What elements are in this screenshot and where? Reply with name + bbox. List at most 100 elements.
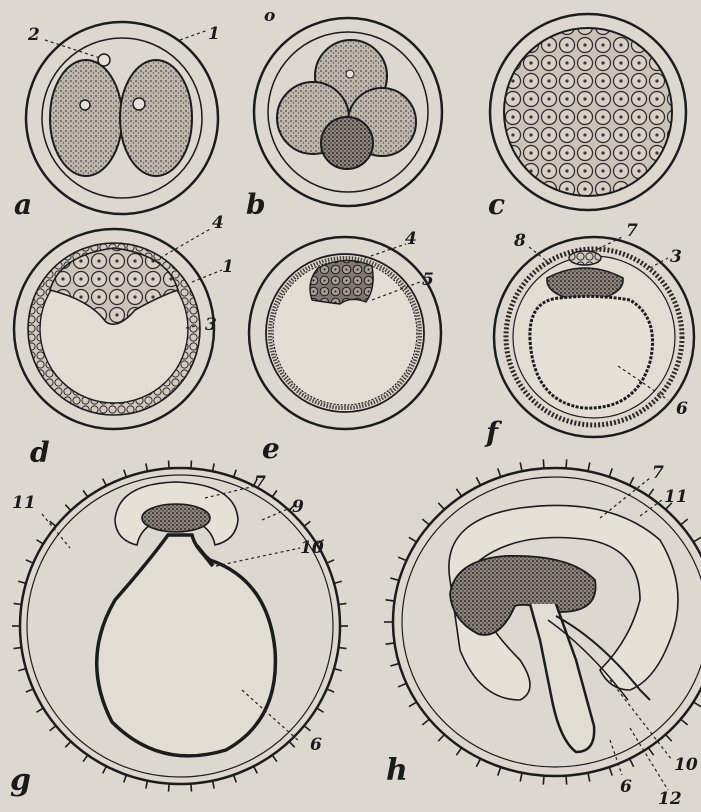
villus (304, 726, 310, 731)
villus (409, 702, 417, 707)
villus (169, 460, 170, 468)
villus (390, 578, 399, 580)
callout-4: 4 (405, 229, 417, 249)
callout-4: 4 (212, 213, 224, 233)
villus (409, 537, 417, 542)
villus (334, 581, 342, 583)
callout-6: 6 (620, 777, 632, 797)
villus (65, 741, 70, 747)
panel-label-c: c (488, 188, 505, 221)
villus (476, 477, 480, 485)
villus (438, 735, 444, 742)
villus (498, 767, 501, 775)
villus (609, 767, 612, 775)
callout-7: 7 (652, 463, 664, 483)
villus (83, 755, 88, 762)
panel-c: c (488, 14, 686, 221)
villus (124, 470, 127, 478)
villus (681, 519, 688, 525)
callout-8: 8 (513, 231, 526, 251)
villus (213, 781, 215, 789)
callout-6: 6 (310, 735, 322, 755)
villus (648, 489, 653, 496)
villus (327, 560, 334, 563)
villus (234, 775, 237, 783)
villus (438, 503, 444, 510)
villus (146, 463, 148, 471)
callout-10: 10 (300, 538, 324, 558)
villus (339, 648, 347, 649)
villus (14, 603, 22, 604)
villus (630, 759, 634, 767)
villus (422, 519, 429, 525)
callout-1: 1 (208, 24, 220, 44)
panel-b: o b (246, 6, 442, 221)
villus (648, 748, 653, 755)
panel-label-f: f (484, 416, 503, 449)
villus (191, 784, 192, 792)
villus (327, 689, 334, 692)
callout-11: 11 (12, 493, 36, 513)
villus (398, 557, 406, 561)
villus (124, 775, 127, 783)
villus (398, 683, 406, 687)
villus (693, 537, 701, 542)
polar-body-a (98, 54, 110, 66)
callout-6: 6 (676, 399, 688, 419)
panel-label-d: d (30, 436, 50, 469)
villus (693, 702, 701, 707)
callout-7: 7 (626, 221, 638, 241)
villus (272, 490, 277, 497)
villus (83, 490, 88, 497)
callout-7: 7 (254, 473, 266, 493)
villus (14, 648, 22, 649)
villus (543, 459, 544, 468)
callout-2: 2 (27, 25, 40, 45)
panel-h: 7 11 10 6 12 h (384, 459, 701, 809)
villus (456, 489, 461, 496)
villus (339, 603, 347, 604)
panel-label-g: g (10, 763, 31, 798)
panel-e: 4 5 e (249, 229, 441, 465)
villus (18, 669, 26, 671)
villus (103, 479, 107, 486)
panel-label-e: e (262, 432, 280, 465)
villus (213, 463, 215, 471)
callout-11: 11 (664, 487, 688, 507)
callout-5: 5 (422, 270, 434, 290)
callout-3: 3 (205, 315, 217, 335)
callout-10: 10 (674, 755, 698, 775)
villus (26, 560, 33, 563)
villus (422, 719, 429, 725)
callout-9: 9 (292, 497, 304, 517)
villus (390, 664, 399, 666)
villus (588, 462, 590, 471)
panel-label-a: a (14, 188, 32, 221)
villus (272, 755, 277, 762)
villus (304, 521, 310, 526)
villus (36, 708, 43, 712)
callout-1: 1 (222, 257, 234, 277)
panel-f: 7 8 3 6 f (484, 221, 694, 449)
panel-a: 2 1 a (14, 22, 220, 221)
villus (666, 735, 672, 742)
villus (543, 776, 544, 785)
villus (630, 477, 634, 485)
panel-label-h: h (386, 753, 408, 788)
callout-3: 3 (670, 247, 682, 267)
villus (234, 470, 237, 478)
callout-12: 12 (658, 789, 682, 809)
villus (36, 540, 43, 544)
villus (254, 766, 258, 773)
villus (498, 468, 501, 476)
villus (334, 669, 342, 671)
villus (386, 643, 395, 644)
panel-d: 4 1 3 d (14, 213, 234, 469)
villus (26, 689, 33, 692)
villus (50, 726, 56, 731)
villus (476, 759, 480, 767)
panel-label-b: b (246, 188, 266, 221)
villus (103, 766, 107, 773)
callout-o: o (264, 6, 275, 26)
